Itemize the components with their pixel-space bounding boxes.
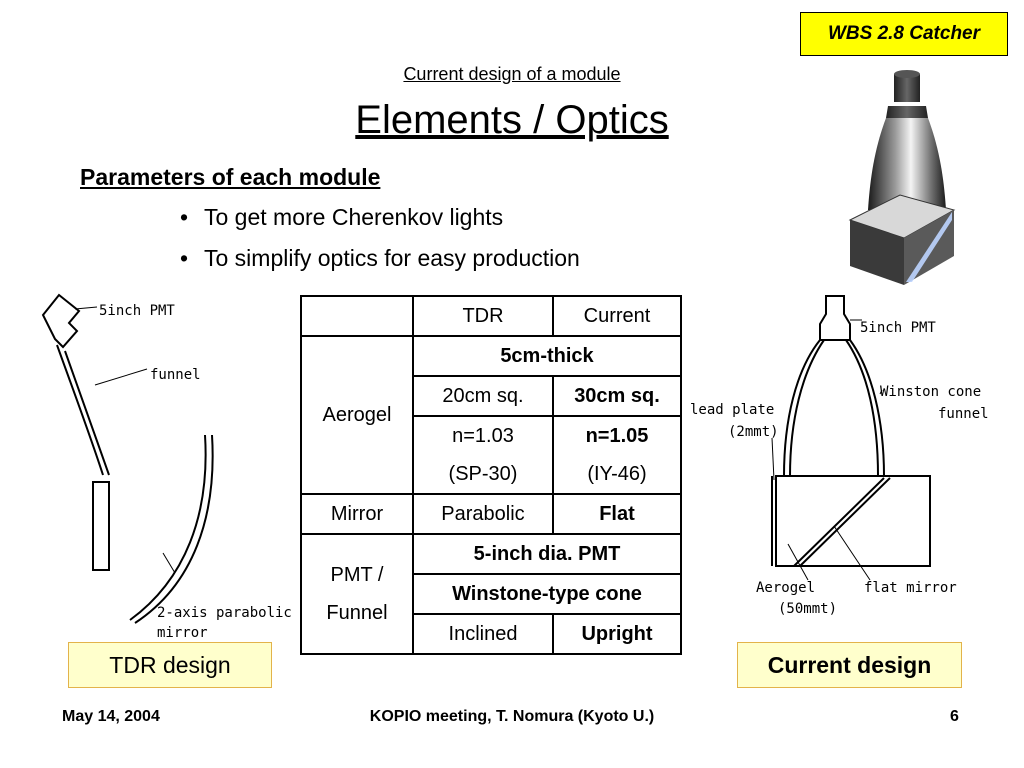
table-row: Aerogel 5cm-thick [300, 335, 682, 495]
table-row: Winstone-type cone [301, 573, 682, 615]
tdr-label-pmt: 5inch PMT [99, 303, 175, 319]
bullet-item: • To get more Cherenkov lights [180, 204, 503, 231]
current-design-diagram: 5inch PMT Winston cone funnel lead plate… [690, 295, 989, 617]
tdr-mirror-shape [129, 434, 207, 621]
table-cell: 20cm sq. [412, 375, 554, 417]
table-row: 20cm sq. 30cm sq. [301, 375, 682, 417]
slide-subtitle: Current design of a module [403, 64, 621, 84]
table-header-cell: Current [552, 295, 682, 337]
current-label-cone-2: funnel [938, 406, 989, 422]
tdr-aerogel-shape [92, 481, 110, 571]
table-cell: 5cm-thick [412, 335, 682, 377]
bullet-dot-icon: • [180, 245, 189, 271]
table-row: TDR Current [300, 295, 682, 337]
aerogel-type: (IY-46) [587, 463, 647, 485]
aerogel-type: (SP-30) [448, 463, 518, 485]
table-row: Mirror Parabolic Flat [300, 493, 682, 535]
wbs-tag: WBS 2.8 Catcher [800, 12, 1008, 56]
table-header-cell [300, 295, 414, 337]
bullet-dot-icon: • [180, 204, 189, 230]
current-design-caption: Current design [737, 642, 962, 688]
table-cell: 5-inch dia. PMT [412, 533, 682, 575]
winston-cone-left [783, 339, 821, 477]
table-cell: Inclined [412, 613, 554, 655]
current-label-lead-2: (2mmt) [728, 424, 779, 440]
table-header-cell: TDR [412, 295, 554, 337]
aerogel-block-shape [850, 220, 904, 285]
table-cell: Parabolic [412, 493, 554, 535]
current-label-cone: Winston cone [880, 384, 981, 400]
tdr-label-mirror: 2-axis parabolic [157, 605, 292, 621]
current-label-lead: lead plate [690, 402, 774, 418]
current-pmt-shape [819, 295, 851, 341]
module-3d-illustration [848, 70, 956, 285]
table-row: PMT / Funnel 5-inch dia. PMT [300, 533, 682, 655]
parameter-table: TDR Current Aerogel 5cm-thick 20cm sq. 3… [300, 295, 682, 655]
footer-date: May 14, 2004 [62, 708, 160, 725]
winston-cone-right [849, 339, 885, 477]
flat-mirror [793, 477, 885, 567]
table-cell: n=1.03 (SP-30) [412, 415, 554, 495]
tdr-pmt-shape [41, 293, 81, 349]
pmt-cap-shape [894, 74, 920, 102]
index-value: n=1.03 [452, 425, 514, 447]
tdr-design-diagram: 5inch PMT funnel 2-axis parabolic mirror [41, 293, 292, 641]
current-label-aerogel-2: (50mmt) [778, 601, 837, 617]
pmt-label: PMT / [330, 564, 384, 586]
current-label-aerogel: Aerogel [756, 580, 815, 596]
table-row-label: PMT / Funnel [300, 533, 414, 655]
table-cell: Upright [552, 613, 682, 655]
slide-title: Elements / Optics [355, 98, 669, 142]
table-row-label: Aerogel [300, 335, 414, 495]
page-number: 6 [950, 708, 959, 725]
table-cell: 30cm sq. [552, 375, 682, 417]
current-label-mirror: flat mirror [864, 580, 957, 596]
funnel-label: Funnel [326, 602, 388, 624]
index-value: n=1.05 [585, 425, 649, 447]
tdr-label-mirror-2: mirror [157, 625, 208, 641]
table-cell: n=1.05 (IY-46) [552, 415, 682, 495]
aerogel-block [775, 475, 931, 567]
bullet-text: To simplify optics for easy production [204, 245, 580, 271]
tdr-label-funnel: funnel [150, 367, 201, 383]
table-cell: Winstone-type cone [412, 573, 682, 615]
table-cell: Flat [552, 493, 682, 535]
table-row-label: Mirror [300, 493, 414, 535]
bullet-item: • To simplify optics for easy production [180, 245, 580, 272]
tdr-design-caption: TDR design [68, 642, 272, 688]
current-label-pmt: 5inch PMT [860, 320, 936, 336]
footer-center: KOPIO meeting, T. Nomura (Kyoto U.) [369, 708, 655, 725]
table-row: Inclined Upright [301, 613, 682, 655]
winston-cone-shape [868, 118, 946, 210]
bullet-text: To get more Cherenkov lights [204, 204, 504, 230]
table-row: n=1.03 (SP-30) n=1.05 (IY-46) [301, 415, 682, 495]
section-heading: Parameters of each module [80, 164, 381, 190]
